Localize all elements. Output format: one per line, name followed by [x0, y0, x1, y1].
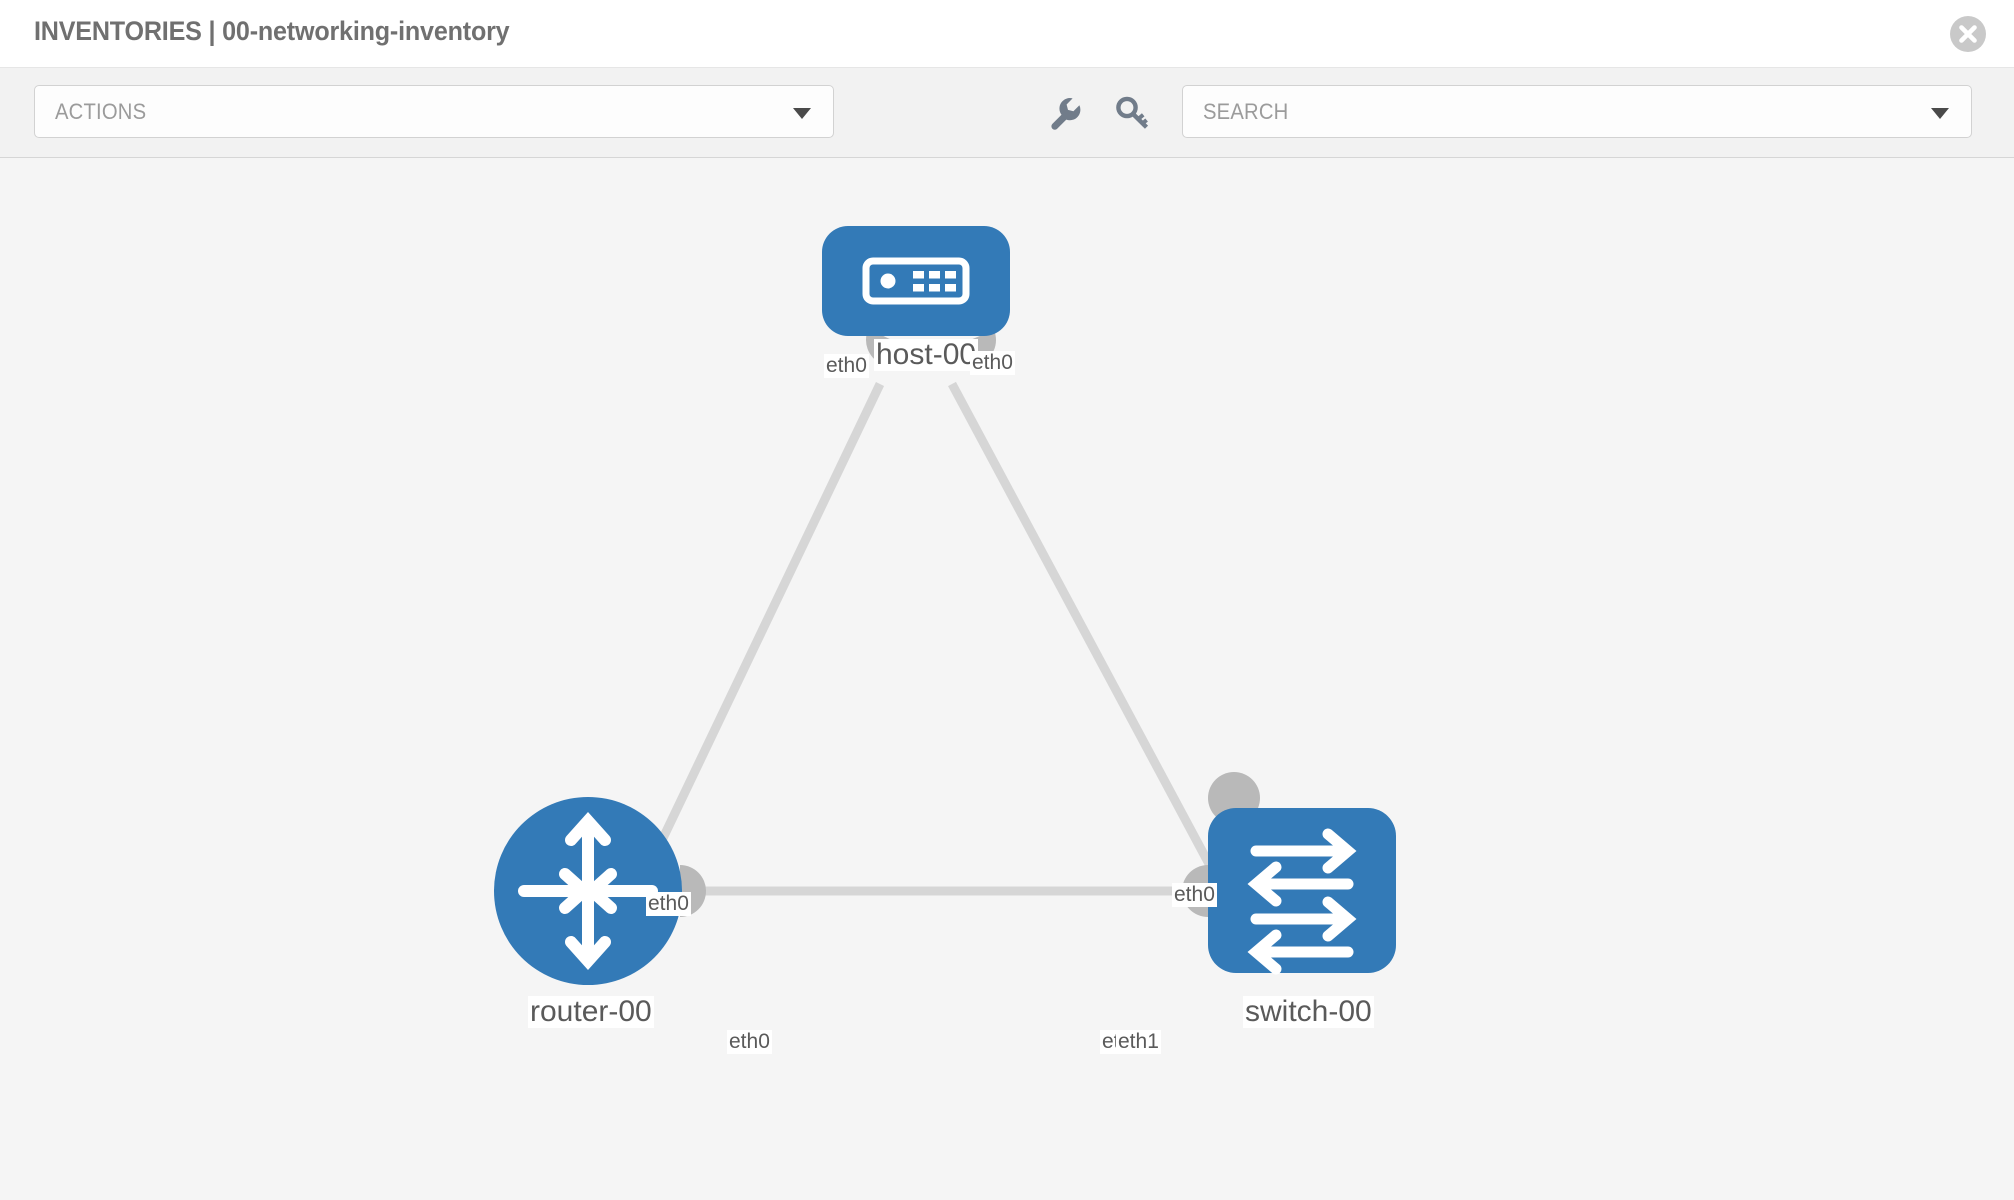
node-label-router-00: router-00	[528, 995, 654, 1028]
wrench-button[interactable]	[1046, 94, 1084, 132]
node-label-switch-00: switch-00	[1243, 995, 1374, 1028]
topology-links	[627, 381, 1242, 921]
key-icon	[1116, 96, 1149, 129]
topology-canvas[interactable]: eth0 host-00 eth0 eth0 eth0 eth0 eth0 et…	[0, 158, 2014, 1200]
chevron-down-icon	[1931, 107, 1949, 119]
page-header: INVENTORIES | 00-networking-inventory	[0, 0, 2014, 68]
switch-arrows-icon	[1247, 828, 1357, 975]
page-title: INVENTORIES | 00-networking-inventory	[34, 16, 510, 46]
edge-label-switch00-eth0-uplink: eth0	[1172, 883, 1217, 907]
node-switch-00[interactable]	[1208, 808, 1396, 975]
search-placeholder: SEARCH	[1203, 99, 1289, 124]
wrench-icon	[1051, 98, 1081, 130]
actions-dropdown[interactable]: ACTIONS	[34, 85, 834, 138]
edge-label-host00-eth0-right: eth0	[970, 351, 1015, 375]
node-router-00[interactable]	[494, 797, 682, 985]
topology-graph	[494, 226, 1396, 985]
link-host00-switch00[interactable]	[948, 381, 1242, 921]
edge-label-switch00-eth1: eth1	[1116, 1030, 1161, 1054]
router-arrows-icon	[518, 812, 658, 970]
actions-dropdown-label: ACTIONS	[55, 99, 147, 124]
close-button[interactable]	[1950, 16, 1986, 52]
toolbar: ACTIONS SEARCH	[0, 68, 2014, 158]
node-host-00[interactable]	[822, 226, 1010, 336]
node-label-host-00: host-00	[874, 338, 979, 371]
key-button[interactable]	[1114, 94, 1152, 132]
chevron-down-icon	[793, 107, 811, 119]
edge-label-host00-eth0-left: eth0	[824, 354, 869, 378]
server-chassis-icon	[862, 257, 970, 305]
search-input[interactable]: SEARCH	[1182, 85, 1972, 138]
edge-label-router00-eth0-uplink: eth0	[646, 892, 691, 916]
edge-label-router00-eth0: eth0	[727, 1030, 772, 1054]
close-icon	[1959, 25, 1977, 43]
link-host00-router00[interactable]	[627, 382, 885, 905]
